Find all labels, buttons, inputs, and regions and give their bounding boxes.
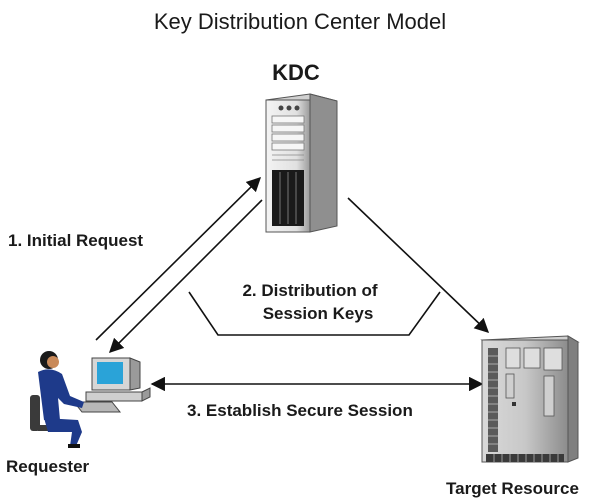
distribution-label-line2: Session Keys xyxy=(263,304,374,323)
kdc-to-requester-arrow xyxy=(108,199,263,354)
server-tower-icon xyxy=(265,93,338,233)
kdc-label: KDC xyxy=(272,60,320,85)
diagram-title: Key Distribution Center Model xyxy=(154,9,446,34)
distribution-bracket xyxy=(188,291,441,336)
secure-session-label: 3. Establish Secure Session xyxy=(187,401,413,420)
initial-request-arrow xyxy=(95,176,262,341)
server-cabinet-icon xyxy=(480,335,580,463)
initial-request-label: 1. Initial Request xyxy=(8,231,143,250)
user-at-workstation-icon xyxy=(30,351,151,448)
distribution-label-line1: 2. Distribution of xyxy=(242,281,377,300)
kdc-to-target-arrow xyxy=(347,197,490,333)
requester-label: Requester xyxy=(6,457,90,476)
target-resource-label: Target Resource xyxy=(446,479,579,498)
